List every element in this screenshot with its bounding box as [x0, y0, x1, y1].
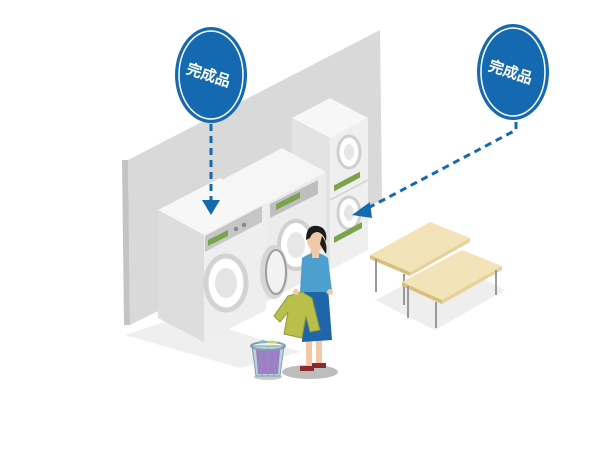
dryer-stack [292, 98, 369, 270]
arrow-right [352, 122, 518, 218]
open-washer-door [260, 245, 288, 299]
held-shirt-icon [273, 291, 321, 339]
completed-badge-left: 完成品 [175, 27, 247, 123]
folding-tables [370, 222, 502, 328]
arrow-left [202, 124, 220, 215]
right-hand [327, 289, 333, 295]
left-hand [293, 289, 299, 295]
completed-badge-right: 完成品 [477, 24, 549, 120]
laundry-basket-icon [250, 340, 286, 380]
